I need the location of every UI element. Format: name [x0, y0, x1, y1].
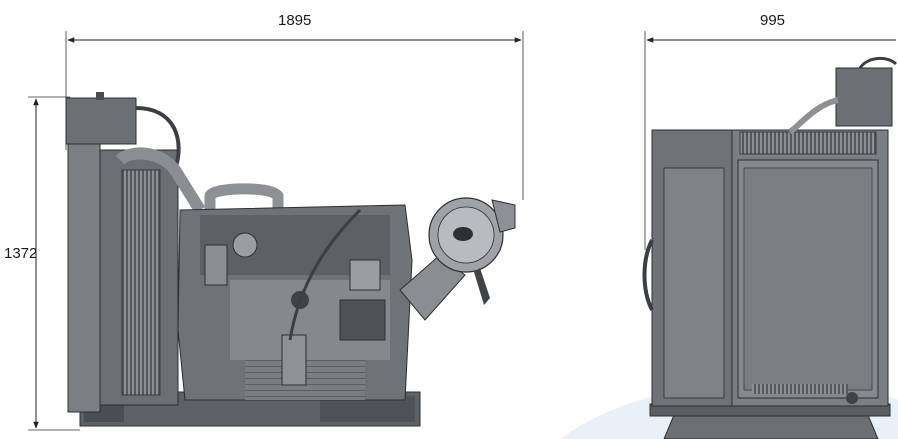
height-label: 1372 [4, 245, 37, 262]
front-width-label: 995 [760, 12, 785, 29]
side-length-label: 1895 [278, 12, 311, 29]
engine-side-view [65, 92, 516, 427]
engine-front-view [642, 57, 898, 439]
